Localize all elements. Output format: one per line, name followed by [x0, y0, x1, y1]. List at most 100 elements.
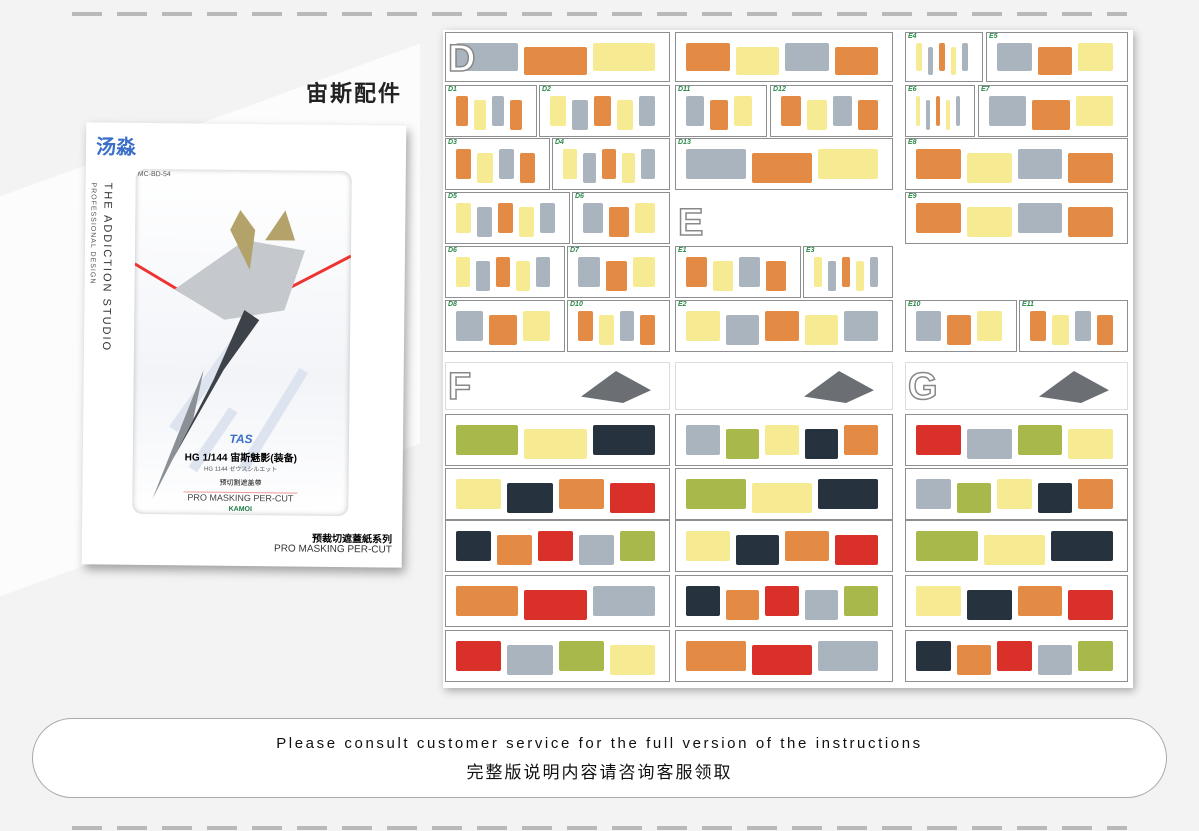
part-illustration — [609, 207, 629, 237]
part-illustration — [710, 100, 728, 130]
part-illustration — [1096, 315, 1113, 345]
part-illustration — [725, 429, 760, 459]
part-illustration — [456, 479, 502, 509]
brand-logo: TAS — [229, 431, 253, 447]
model-thumbnail — [804, 371, 874, 403]
instruction-panel: E6 — [905, 85, 975, 137]
part-illustration — [524, 590, 587, 620]
part-illustration — [616, 100, 633, 130]
part-illustration — [640, 315, 655, 345]
part-illustration — [1068, 590, 1113, 620]
section-letter: G — [907, 365, 938, 409]
part-illustration — [456, 149, 472, 179]
part-illustration — [1078, 641, 1113, 671]
instruction-panel: E1 — [675, 246, 801, 298]
part-illustration — [916, 203, 961, 233]
product-code: MC-BD-54 — [137, 170, 171, 179]
panel-label: E4 — [908, 33, 917, 40]
part-illustration — [916, 586, 961, 616]
instruction-panel: E5 — [986, 32, 1128, 82]
part-illustration — [1051, 531, 1113, 561]
instruction-panel — [675, 32, 893, 82]
part-illustration — [621, 153, 636, 183]
part-illustration — [834, 535, 878, 565]
part-illustration — [785, 43, 829, 71]
part-illustration — [563, 149, 577, 179]
part-illustration — [916, 43, 922, 71]
notice-english: Please consult customer service for the … — [276, 735, 923, 752]
part-illustration — [997, 479, 1032, 509]
instruction-panel — [905, 630, 1128, 682]
part-illustration — [1037, 645, 1073, 675]
part-illustration — [785, 531, 829, 561]
part-illustration — [844, 425, 878, 455]
part-illustration — [997, 641, 1032, 671]
part-illustration — [635, 203, 655, 233]
model-image — [134, 209, 352, 500]
instruction-panel: E7 — [978, 85, 1128, 137]
panel-label: E6 — [908, 86, 917, 93]
part-illustration — [1078, 479, 1113, 509]
part-illustration — [578, 257, 600, 287]
panel-label: E5 — [989, 33, 998, 40]
instruction-panel: D6 — [572, 192, 670, 244]
masking-cn: 预切割遮盖带 — [219, 479, 262, 488]
studio-subtitle: PROFESSIONAL DESIGN — [88, 182, 97, 285]
part-illustration — [477, 153, 493, 183]
part-illustration — [916, 425, 961, 455]
instruction-panel: E9 — [905, 192, 1128, 244]
part-illustration — [844, 311, 878, 341]
instruction-panel: D4 — [552, 138, 670, 190]
section-letter: D — [447, 37, 476, 81]
part-illustration — [989, 96, 1027, 126]
part-illustration — [540, 203, 555, 233]
part-illustration — [594, 96, 611, 126]
part-illustration — [834, 47, 878, 75]
panel-label: D1 — [448, 86, 457, 93]
part-illustration — [962, 43, 968, 71]
part-illustration — [1032, 100, 1070, 130]
part-illustration — [519, 207, 534, 237]
panel-label: D7 — [570, 247, 579, 254]
part-illustration — [598, 315, 614, 345]
part-illustration — [806, 100, 827, 130]
part-illustration — [966, 153, 1012, 183]
top-divider — [72, 12, 1127, 16]
part-illustration — [781, 96, 801, 126]
part-illustration — [507, 483, 553, 513]
part-illustration — [1068, 153, 1113, 183]
part-illustration — [538, 531, 573, 561]
part-illustration — [1068, 207, 1113, 237]
panel-label: E1 — [678, 247, 687, 254]
part-illustration — [1052, 315, 1069, 345]
part-illustration — [916, 149, 961, 179]
model-thumbnail — [1039, 371, 1109, 403]
instruction-panel — [905, 575, 1128, 627]
instruction-panel — [445, 630, 670, 682]
part-illustration — [510, 100, 522, 130]
part-illustration — [522, 311, 550, 341]
part-illustration — [765, 311, 799, 341]
part-illustration — [936, 96, 940, 126]
part-illustration — [579, 535, 614, 565]
instruction-panel: E10 — [905, 300, 1017, 352]
part-illustration — [916, 96, 920, 126]
instruction-panel: E11 — [1019, 300, 1128, 352]
part-illustration — [456, 96, 468, 126]
panel-label: E11 — [1022, 301, 1034, 308]
part-illustration — [814, 257, 822, 287]
part-illustration — [498, 149, 514, 179]
part-illustration — [916, 311, 941, 341]
instruction-panel: D12 — [770, 85, 893, 137]
panel-label: D3 — [448, 139, 457, 146]
part-illustration — [633, 257, 655, 287]
part-illustration — [686, 311, 720, 341]
part-illustration — [497, 535, 532, 565]
part-illustration — [956, 96, 960, 126]
part-illustration — [1074, 311, 1091, 341]
part-illustration — [619, 311, 635, 341]
part-illustration — [1030, 311, 1047, 341]
studio-name: THE ADDICTION STUDIO — [99, 182, 114, 353]
studio-logo: 汤淼 — [95, 136, 137, 159]
part-illustration — [1017, 586, 1063, 616]
